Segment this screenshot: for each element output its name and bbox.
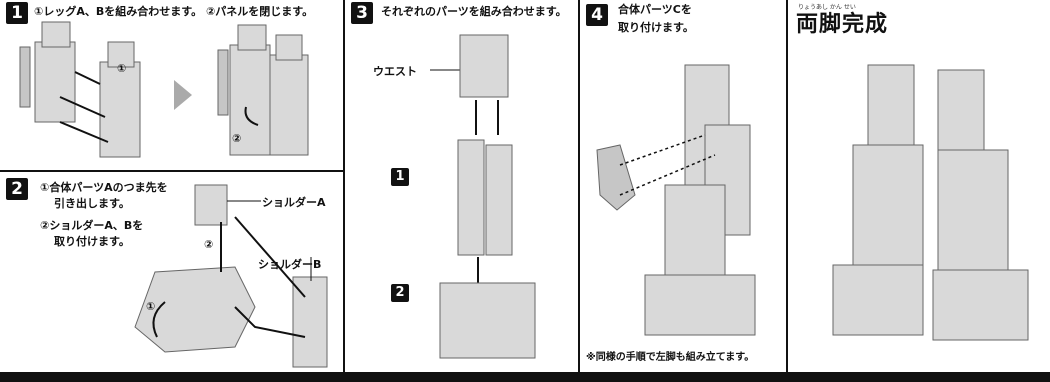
step1-panel: 1 ①レッグA、Bを組み合わせます。 ②パネルを閉じます。 ① ②: [0, 0, 345, 172]
step1-mark-1: ①: [117, 62, 127, 75]
step3-panel: 3 それぞれのパーツを組み合わせます。 ウエスト 1 2: [345, 0, 580, 372]
complete-panel: りょうあし かん せい 両脚完成: [788, 0, 1050, 372]
step2-mark-1: ①: [146, 300, 156, 313]
complete-ruby: りょうあし かん せい: [798, 4, 856, 11]
step2-panel: 2 ①合体パーツAのつま先を 引き出します。 ②ショルダーA、Bを 取り付けます…: [0, 172, 345, 372]
step2-line1: ①合体パーツAのつま先を: [40, 181, 168, 194]
step3-ref-1: 1: [391, 168, 409, 186]
step3-number: 3: [351, 2, 373, 24]
step4-illustration: [596, 64, 756, 336]
step4-number: 4: [586, 4, 608, 26]
bottom-bar: [0, 372, 1050, 382]
step2-line4: 取り付けます。: [54, 235, 130, 248]
step4-note: ※同様の手順で左脚も組み立てます。: [586, 352, 755, 363]
step1-illustration-before: [19, 21, 141, 158]
step1-number: 1: [6, 2, 28, 24]
step1-next-arrow: [174, 80, 192, 110]
step2-illustration: [134, 184, 328, 368]
step2-line3: ②ショルダーA、Bを: [40, 219, 144, 232]
step2-mark-2: ②: [204, 238, 214, 251]
complete-illustration: [832, 64, 1029, 341]
step3-ref-2: 2: [391, 284, 409, 302]
complete-title: 両脚完成: [796, 12, 889, 37]
step4-panel: 4 合体パーツCを 取り付けます。 ※同様の手順で左脚も組み立てます。: [580, 0, 788, 372]
step1-mark-2: ②: [232, 132, 242, 145]
shoulder-a-label: ショルダーA: [262, 196, 326, 209]
waist-label: ウエスト: [373, 65, 417, 78]
step2-line2: 引き出します。: [54, 197, 130, 210]
step4-line2: 取り付けます。: [618, 21, 694, 34]
step3-instruction: それぞれのパーツを組み合わせます。: [381, 5, 567, 18]
shoulder-b-label: ショルダーB: [258, 258, 322, 271]
step1-illustration-after: [217, 24, 309, 156]
step1-instruction: ①レッグA、Bを組み合わせます。 ②パネルを閉じます。: [34, 5, 314, 18]
step2-number: 2: [6, 178, 28, 200]
step4-line1: 合体パーツCを: [618, 3, 692, 16]
step3-illustration: [430, 34, 536, 359]
